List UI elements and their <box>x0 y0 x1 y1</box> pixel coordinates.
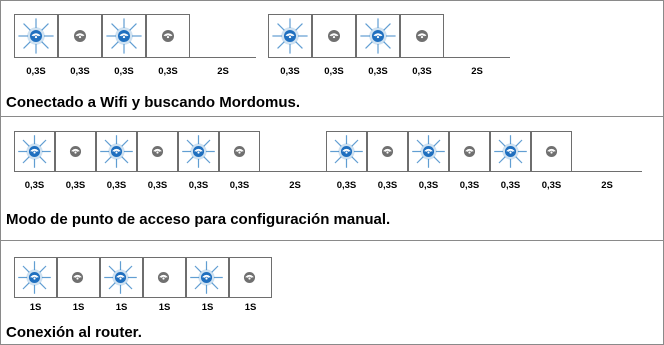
duration-label: 0,3S <box>65 180 86 191</box>
duration-label: 0,3S <box>114 66 134 77</box>
wifi-led-on-icon <box>360 18 396 54</box>
wifi-led-on-icon <box>190 261 223 294</box>
duration-label: 0,3S <box>26 66 46 77</box>
wifi-led-on-icon <box>18 18 54 54</box>
duration-label: 0,3S <box>412 66 432 77</box>
duration-label: 0,3S <box>106 180 127 191</box>
led-off-cell <box>449 131 490 172</box>
wifi-led-on-icon <box>100 135 133 168</box>
led-on-cell <box>178 131 219 172</box>
wifi-led-off-icon <box>74 30 86 42</box>
led-on-cell <box>14 131 55 172</box>
wifi-led-on-icon <box>18 261 51 294</box>
wifi-led-on-icon <box>18 135 51 168</box>
led-off-cell <box>367 131 408 172</box>
led-off-cell <box>55 131 96 172</box>
pause-baseline <box>260 171 330 172</box>
led-off-cell <box>143 257 186 298</box>
duration-label: 0,3S <box>459 180 480 191</box>
pause-baseline <box>572 171 642 172</box>
led-on-cell <box>96 131 137 172</box>
wifi-led-off-icon <box>545 145 558 158</box>
duration-label: 2S <box>601 180 613 191</box>
wifi-led-on-icon <box>272 18 308 54</box>
led-off-cell <box>58 14 102 58</box>
wifi-led-off-icon <box>157 271 170 284</box>
duration-label: 0,3S <box>229 180 250 191</box>
wifi-led-on-icon <box>106 18 142 54</box>
wifi-led-on-icon <box>412 135 445 168</box>
pause-baseline <box>190 57 256 58</box>
wifi-led-on-icon <box>494 135 527 168</box>
wifi-led-off-icon <box>328 30 340 42</box>
pause-baseline <box>444 57 510 58</box>
wifi-led-off-icon <box>416 30 428 42</box>
duration-label: 1S <box>72 302 85 313</box>
duration-label: 1S <box>244 302 257 313</box>
duration-label: 0,3S <box>70 66 90 77</box>
led-off-cell <box>57 257 100 298</box>
led-off-cell <box>146 14 190 58</box>
duration-label: 1S <box>158 302 171 313</box>
wifi-led-off-icon <box>162 30 174 42</box>
led-on-cell <box>356 14 400 58</box>
led-on-cell <box>14 14 58 58</box>
wifi-led-on-icon <box>330 135 363 168</box>
led-on-cell <box>186 257 229 298</box>
duration-label: 2S <box>471 66 483 77</box>
duration-label: 0,3S <box>280 66 300 77</box>
caption-wifi-searching: Conectado a Wifi y buscando Mordomus. <box>6 94 301 111</box>
led-off-cell <box>312 14 356 58</box>
caption-access-point: Modo de punto de acceso para configuraci… <box>6 211 391 228</box>
wifi-led-off-icon <box>151 145 164 158</box>
section-divider <box>0 240 664 241</box>
duration-label: 0,3S <box>377 180 398 191</box>
wifi-led-on-icon <box>182 135 215 168</box>
wifi-led-off-icon <box>69 145 82 158</box>
led-on-cell <box>490 131 531 172</box>
wifi-led-off-icon <box>243 271 256 284</box>
duration-label: 0,3S <box>24 180 45 191</box>
duration-label: 1S <box>115 302 128 313</box>
led-off-cell <box>229 257 272 298</box>
led-on-cell <box>268 14 312 58</box>
duration-label: 0,3S <box>147 180 168 191</box>
duration-label: 2S <box>217 66 229 77</box>
caption-router: Conexión al router. <box>6 324 142 341</box>
duration-label: 2S <box>289 180 301 191</box>
wifi-led-on-icon <box>104 261 137 294</box>
wifi-led-off-icon <box>381 145 394 158</box>
duration-label: 1S <box>201 302 214 313</box>
duration-label: 1S <box>29 302 42 313</box>
wifi-led-off-icon <box>233 145 246 158</box>
led-off-cell <box>531 131 572 172</box>
led-off-cell <box>400 14 444 58</box>
section-divider <box>0 116 664 117</box>
duration-label: 0,3S <box>188 180 209 191</box>
duration-label: 0,3S <box>418 180 439 191</box>
duration-label: 0,3S <box>324 66 344 77</box>
duration-label: 0,3S <box>500 180 521 191</box>
led-off-cell <box>219 131 260 172</box>
led-on-cell <box>326 131 367 172</box>
duration-label: 0,3S <box>336 180 357 191</box>
led-on-cell <box>102 14 146 58</box>
led-on-cell <box>408 131 449 172</box>
led-on-cell <box>100 257 143 298</box>
led-on-cell <box>14 257 57 298</box>
wifi-led-off-icon <box>463 145 476 158</box>
duration-label: 0,3S <box>541 180 562 191</box>
led-off-cell <box>137 131 178 172</box>
wifi-led-off-icon <box>71 271 84 284</box>
duration-label: 0,3S <box>158 66 178 77</box>
duration-label: 0,3S <box>368 66 388 77</box>
